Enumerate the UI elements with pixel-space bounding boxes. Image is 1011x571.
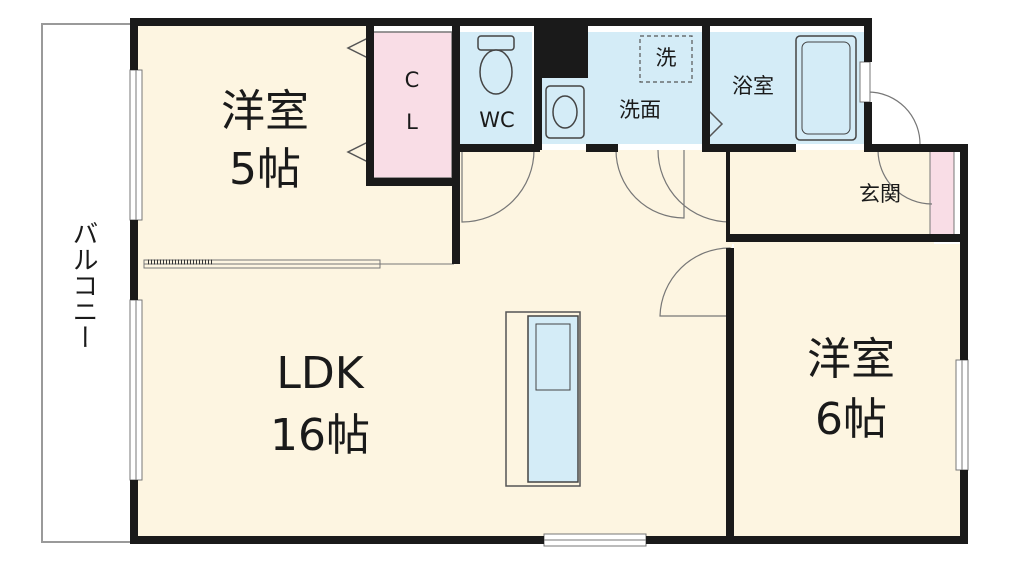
closet-door-symbol xyxy=(346,35,373,61)
entrance-label: 玄関 xyxy=(859,182,901,206)
balcony-label: バルコニー xyxy=(68,220,98,350)
washroom-door-swing xyxy=(615,149,685,219)
closet-door-symbol xyxy=(346,139,373,165)
closet-label-l: L xyxy=(406,110,418,134)
washroom-label: 洗面 xyxy=(619,98,661,122)
shoe-cabinet xyxy=(929,149,955,237)
entrance-door-swing xyxy=(867,91,921,145)
window-bath xyxy=(859,61,871,103)
western6-name: 洋室 xyxy=(807,334,895,385)
western5-size: 5帖 xyxy=(229,144,301,195)
walls xyxy=(130,18,968,544)
laundry-label: 洗 xyxy=(655,46,677,70)
hall-floor xyxy=(460,150,734,244)
toilet-tank xyxy=(477,35,515,51)
western6-size: 6帖 xyxy=(815,394,887,445)
wc-label: WC xyxy=(479,108,515,132)
balcony-area xyxy=(41,23,135,543)
western5-name: 洋室 xyxy=(221,86,309,137)
western6-floor xyxy=(734,244,962,540)
wc-door-swing xyxy=(461,149,535,223)
ldk-size: 16帖 xyxy=(270,410,370,461)
bathtub xyxy=(795,35,857,141)
sink-basin xyxy=(535,323,571,391)
washroom-door-swing xyxy=(657,149,731,223)
wash-basin xyxy=(545,85,585,139)
toilet-bowl xyxy=(479,49,513,95)
entrance-door-swing xyxy=(877,149,933,205)
wash-bowl xyxy=(552,95,578,129)
closet-label-c: C xyxy=(404,68,420,92)
bathtub-inner xyxy=(801,41,851,135)
ldk-name: LDK xyxy=(276,348,364,399)
bath-door-symbol xyxy=(707,109,724,139)
bathroom-label: 浴室 xyxy=(732,74,774,98)
closet-area xyxy=(371,31,453,179)
entrance-floor xyxy=(734,150,934,244)
